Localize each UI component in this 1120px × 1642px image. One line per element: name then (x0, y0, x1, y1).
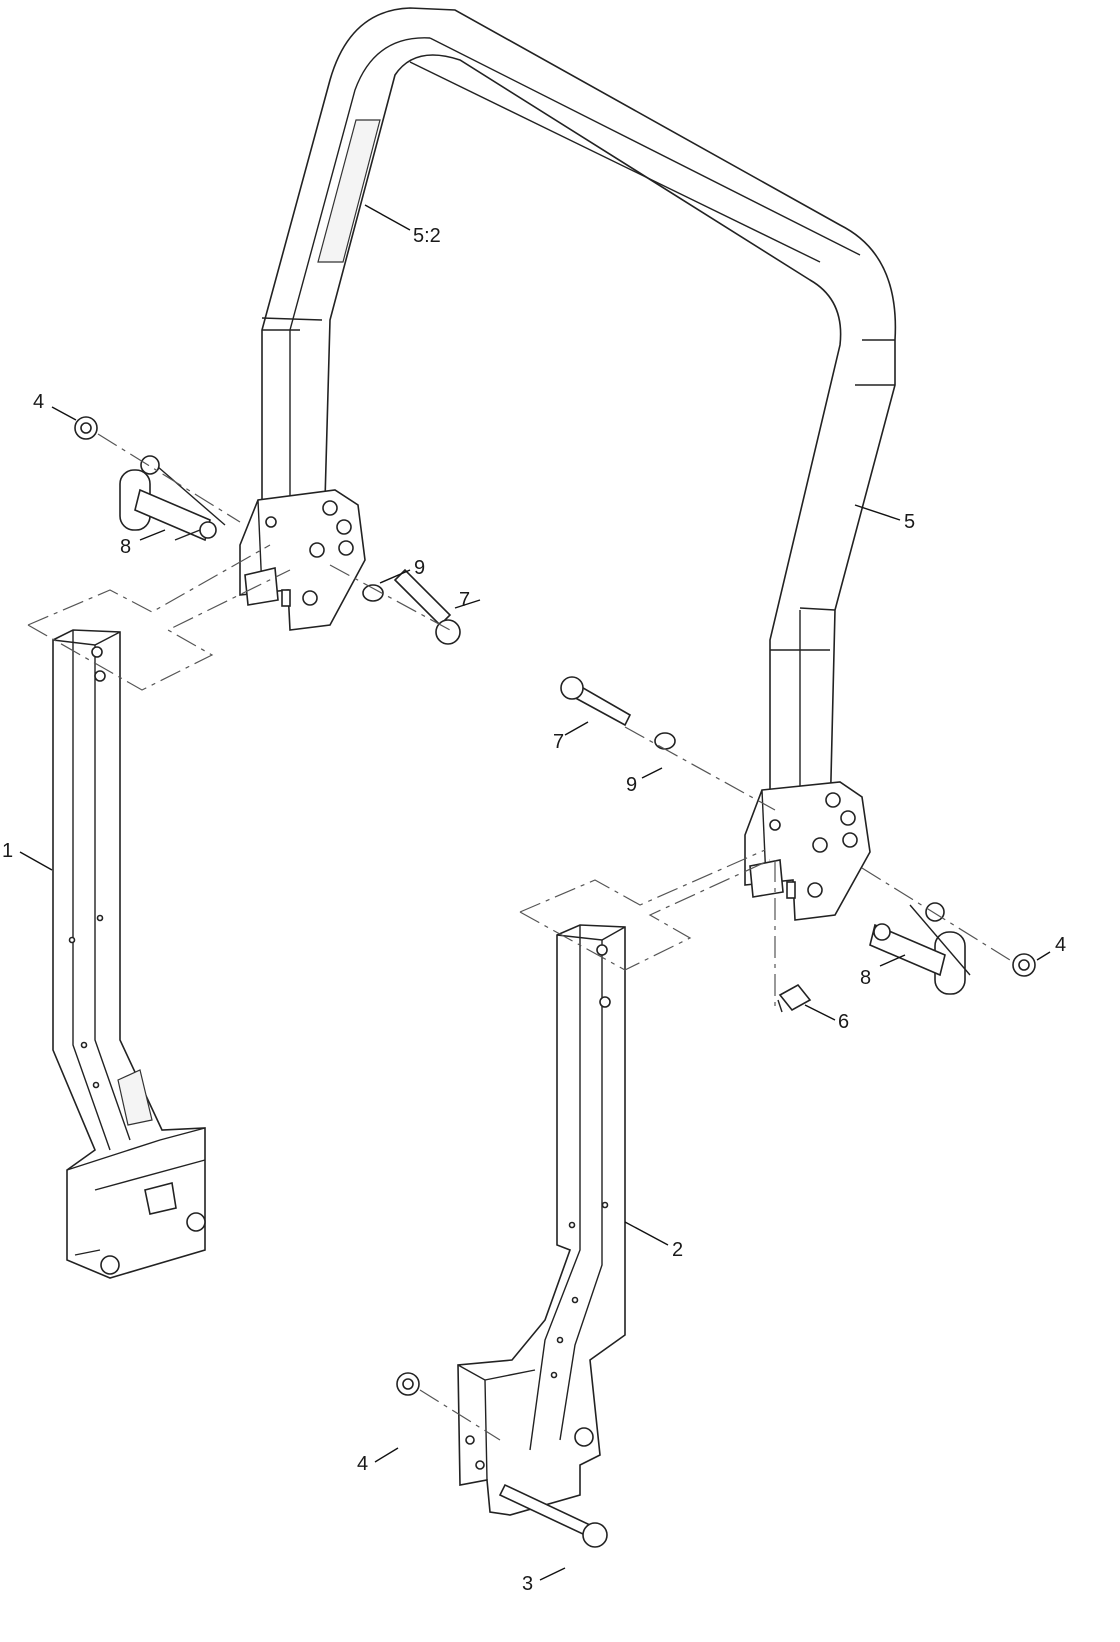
callout-4-bottom: 4 (357, 1453, 368, 1475)
retaining-clip (777, 983, 812, 1013)
callout-5: 5 (904, 511, 915, 533)
right-post (457, 924, 626, 1516)
clevis-pin-left (393, 568, 461, 645)
roll-bar-hoop (261, 7, 897, 821)
bolt-head-left-lower (100, 1255, 120, 1275)
callout-7-right: 7 (553, 731, 564, 753)
leader-lines (19, 204, 1051, 1581)
washer-right (654, 732, 676, 750)
washer-left (362, 584, 384, 602)
clevis-pin-right (560, 676, 632, 727)
bolt-head-right (574, 1427, 594, 1447)
hex-bolt-bottom (498, 1483, 608, 1548)
callout-1: 1 (2, 840, 13, 862)
left-post (52, 629, 206, 1279)
callout-8-left: 8 (120, 536, 131, 558)
lynch-pin-left (119, 455, 226, 542)
callout-2: 2 (672, 1239, 683, 1261)
callout-7-left: 7 (459, 589, 470, 611)
lynch-pin-right (869, 902, 971, 995)
callout-3: 3 (522, 1573, 533, 1595)
callout-5-2: 5:2 (413, 225, 441, 247)
callout-9-left: 9 (414, 557, 425, 579)
flange-nut-bottom (396, 1372, 420, 1396)
flange-nut-right (1012, 953, 1036, 977)
callout-4-right: 4 (1055, 934, 1066, 956)
left-hinge-bracket (239, 489, 366, 631)
bolt-head-left-upper (186, 1212, 206, 1232)
callout-6: 6 (838, 1011, 849, 1033)
callout-8-right: 8 (860, 967, 871, 989)
callout-4-left: 4 (33, 391, 44, 413)
flange-nut-left-top (74, 416, 98, 440)
callout-9-right: 9 (626, 774, 637, 796)
decal-5-2 (317, 119, 381, 263)
right-hinge-bracket (744, 781, 871, 921)
assembly-lines (27, 433, 1011, 1441)
